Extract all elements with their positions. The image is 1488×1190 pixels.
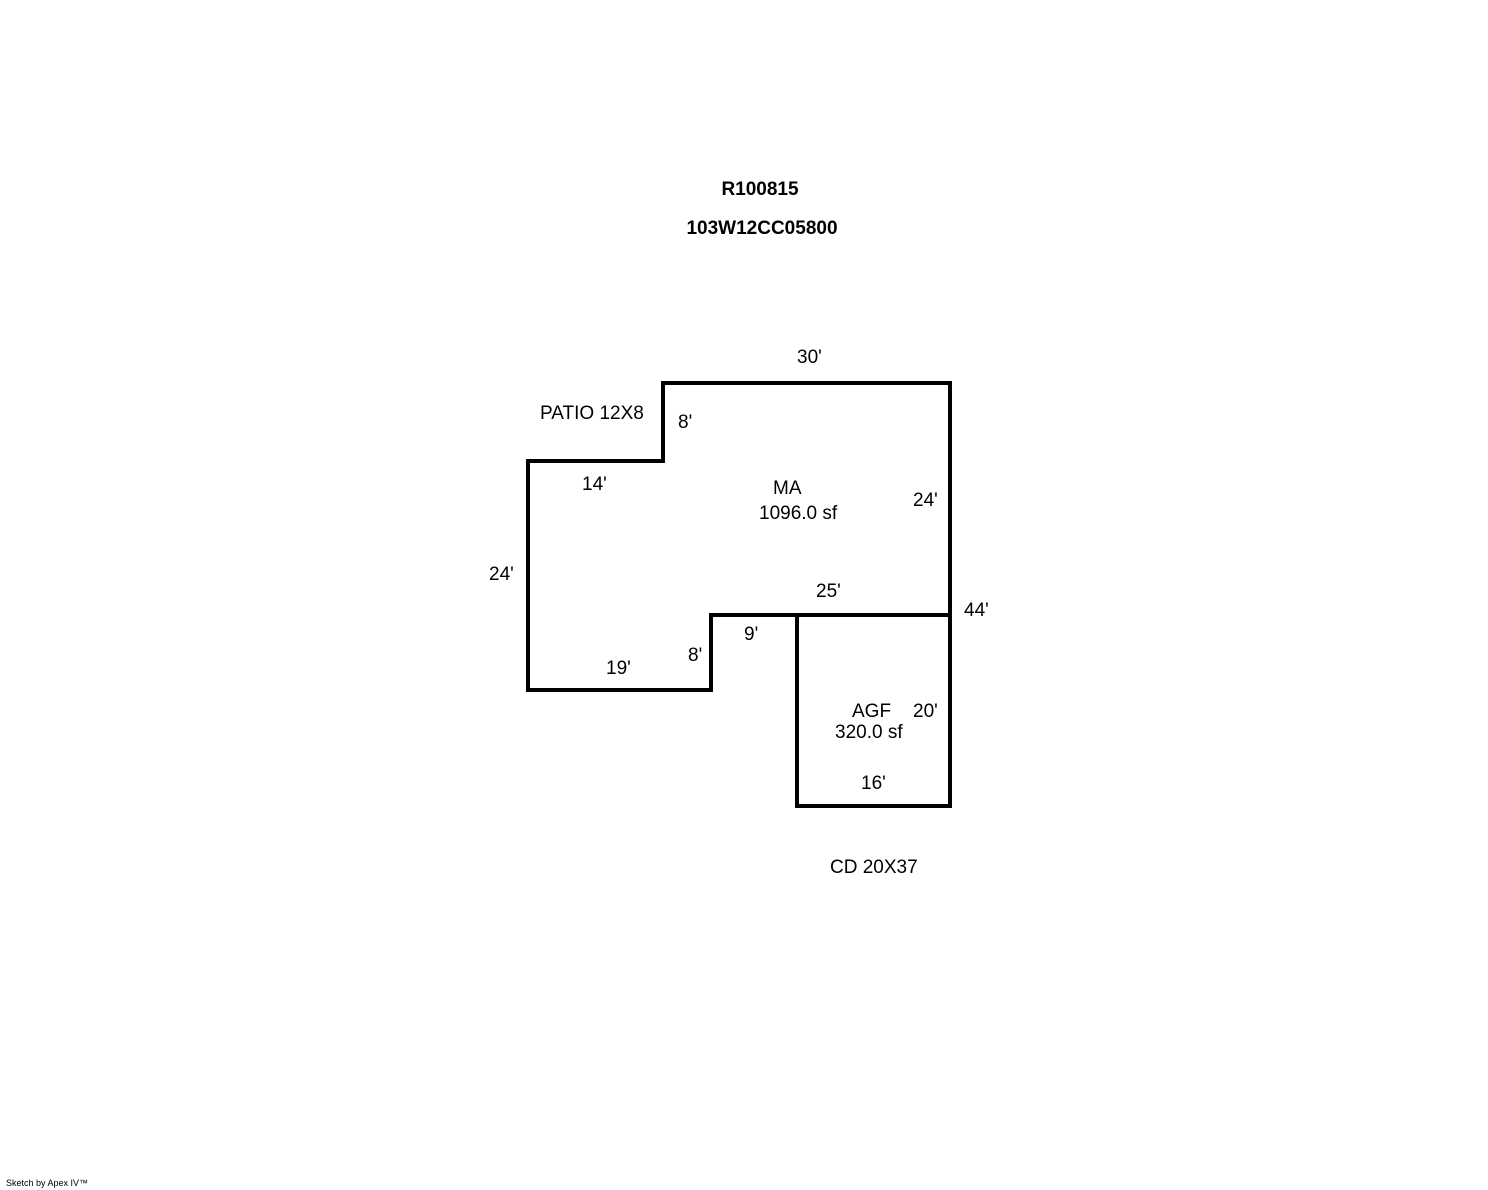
map-number: 103W12CC05800 [686, 218, 838, 239]
ma-code: MA [773, 478, 802, 499]
agf-area: 320.0 sf [835, 722, 903, 743]
dim-ma-left: 24' [489, 564, 514, 585]
dim-ma-bottom-right: 25' [816, 581, 841, 602]
dim-agf-right: 20' [913, 701, 938, 722]
dim-upper-left: 14' [582, 474, 607, 495]
deck-label: CD 20X37 [830, 857, 918, 878]
dim-agf-bottom: 16' [861, 773, 886, 794]
main-area-outline [526, 381, 952, 692]
ma-area: 1096.0 sf [759, 503, 838, 524]
garage-outline [795, 613, 952, 808]
dim-ma-bottom: 19' [606, 658, 631, 679]
dim-notch-vertical: 8' [688, 645, 703, 666]
footer-credit: Sketch by Apex IV™ [6, 1178, 89, 1188]
dim-patio-step: 8' [678, 412, 693, 433]
dim-notch-horizontal: 9' [744, 624, 759, 645]
dim-overall-right: 44' [964, 600, 989, 621]
agf-code: AGF [852, 701, 892, 722]
patio-label: PATIO 12X8 [540, 403, 644, 424]
dim-ma-right: 24' [913, 490, 938, 511]
dim-ma-top: 30' [797, 347, 822, 368]
parcel-id: R100815 [721, 179, 799, 200]
